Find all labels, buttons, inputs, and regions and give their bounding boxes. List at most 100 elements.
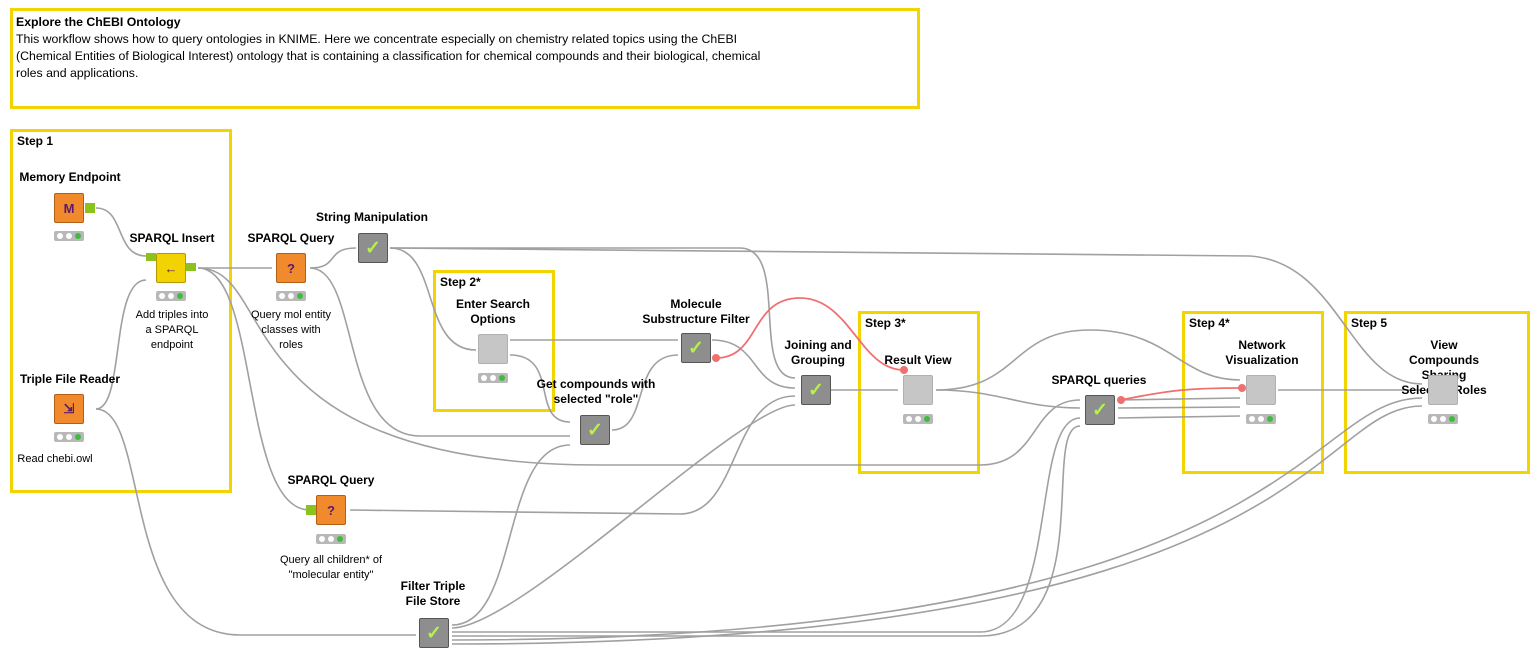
node-molecule-filter[interactable]: ✓ (681, 333, 711, 363)
check-icon: ✓ (426, 622, 442, 644)
output-port[interactable] (186, 263, 196, 271)
wire (452, 425, 1081, 637)
node-status-sparql-insert (156, 291, 186, 301)
flow-variable-port (1117, 396, 1125, 404)
node-label-molecule-filter: Molecule Substructure Filter (642, 297, 750, 326)
node-desc-triple-file-reader: Read chebi.owl (17, 453, 93, 465)
metanode-icon (1247, 376, 1275, 404)
node-desc-sparql-insert: Add triples into a SPARQL endpoint (135, 309, 209, 351)
wire (1117, 406, 1241, 409)
node-label-sparql-query2: SPARQL Query (287, 473, 375, 487)
node-label-filter-triple: Filter Triple File Store (400, 579, 466, 608)
annotation-step1-title: Step 1 (17, 134, 54, 148)
output-port[interactable] (85, 203, 95, 213)
wire (349, 395, 796, 515)
flow-variable-port (1238, 384, 1246, 392)
node-label-network-visualization: Network Visualization (1225, 338, 1299, 367)
node-network-visualization[interactable] (1246, 375, 1276, 405)
node-label-sparql-insert: SPARQL Insert (129, 231, 215, 245)
node-sparql-query2[interactable]: ? (316, 495, 346, 525)
wire (1117, 397, 1241, 401)
node-label-joining-grouping: Joining and Grouping (784, 338, 852, 367)
flow-variable-wire (715, 297, 905, 371)
node-status-triple-file-reader (54, 432, 84, 442)
node-status-view-compounds (1428, 414, 1458, 424)
node-status-network-visualization (1246, 414, 1276, 424)
sparql-query-icon: ? (287, 260, 295, 276)
metanode-icon (1429, 376, 1457, 404)
wire (389, 247, 1423, 385)
node-sparql-query1[interactable]: ? (276, 253, 306, 283)
node-label-string-manipulation: String Manipulation (316, 210, 428, 224)
flow-variable-port (900, 366, 908, 374)
node-view-compounds[interactable] (1428, 375, 1458, 405)
annotation-step5[interactable]: Step 5 (1344, 311, 1530, 474)
wire (451, 405, 1423, 645)
check-icon: ✓ (1092, 399, 1108, 421)
input-port[interactable] (146, 253, 156, 261)
check-icon: ✓ (808, 379, 824, 401)
check-icon: ✓ (365, 237, 381, 259)
node-status-enter-search-options (478, 373, 508, 383)
node-joining-grouping[interactable]: ✓ (801, 375, 831, 405)
memory-endpoint-icon: M (63, 200, 75, 216)
node-status-sparql-query1 (276, 291, 306, 301)
check-icon: ✓ (587, 419, 603, 441)
node-sparql-queries[interactable]: ✓ (1085, 395, 1115, 425)
node-status-sparql-query2 (316, 534, 346, 544)
sparql-query-icon: ? (327, 502, 335, 518)
wire (611, 354, 679, 431)
annotation-step3-title: Step 3* (865, 316, 906, 330)
sparql-insert-icon: ← (164, 260, 178, 276)
check-icon: ✓ (688, 337, 704, 359)
wire (935, 329, 1241, 391)
node-label-sparql-queries: SPARQL queries (1051, 373, 1147, 387)
node-label-result-view: Result View (884, 353, 952, 367)
wire (1117, 415, 1241, 419)
annotation-step1[interactable]: Step 1 (10, 129, 232, 493)
wire (197, 267, 1081, 466)
node-string-manipulation[interactable]: ✓ (358, 233, 388, 263)
workflow-description[interactable]: Explore the ChEBI Ontology This workflow… (10, 8, 920, 109)
node-desc-sparql-query1: Query mol entity classes with roles (250, 309, 332, 351)
flow-variable-port (712, 354, 720, 362)
triple-file-reader-icon: ⇲ (63, 401, 75, 416)
wire (935, 389, 1081, 409)
node-desc-sparql-query2: Query all children* of "molecular entity… (279, 554, 383, 581)
node-result-view[interactable] (903, 375, 933, 405)
annotation-step2-title: Step 2* (440, 275, 481, 289)
wire (95, 279, 147, 410)
wire (389, 247, 477, 351)
node-filter-triple[interactable]: ✓ (419, 618, 449, 648)
flow-variable-wire (1120, 387, 1243, 401)
annotation-step4-title: Step 4* (1189, 316, 1230, 330)
node-label-get-compounds: Get compounds with selected "role" (536, 377, 656, 406)
node-get-compounds[interactable]: ✓ (580, 415, 610, 445)
metanode-icon (904, 376, 932, 404)
node-status-result-view (903, 414, 933, 424)
node-status-memory-endpoint (54, 231, 84, 241)
wire (452, 417, 1081, 633)
wire (390, 247, 796, 379)
input-port[interactable] (306, 505, 316, 515)
metanode-icon (479, 335, 507, 363)
wire (451, 444, 571, 626)
node-sparql-insert[interactable]: ← (156, 253, 186, 283)
node-label-memory-endpoint: Memory Endpoint (19, 170, 121, 184)
node-enter-search-options[interactable] (478, 334, 508, 364)
node-memory-endpoint[interactable]: M (54, 193, 84, 223)
annotation-step2[interactable]: Step 2* (433, 270, 555, 412)
wire (451, 404, 796, 629)
node-label-sparql-query1: SPARQL Query (247, 231, 335, 245)
annotation-step4[interactable]: Step 4* (1182, 311, 1324, 474)
wire (451, 397, 1423, 641)
wire (95, 408, 416, 636)
description-title: Explore the ChEBI Ontology (16, 15, 181, 29)
wire (95, 207, 147, 257)
wire (197, 267, 311, 511)
node-triple-file-reader[interactable]: ⇲ (54, 394, 84, 424)
wire (309, 267, 570, 437)
wire (309, 247, 357, 269)
node-label-triple-file-reader: Triple File Reader (19, 372, 121, 386)
